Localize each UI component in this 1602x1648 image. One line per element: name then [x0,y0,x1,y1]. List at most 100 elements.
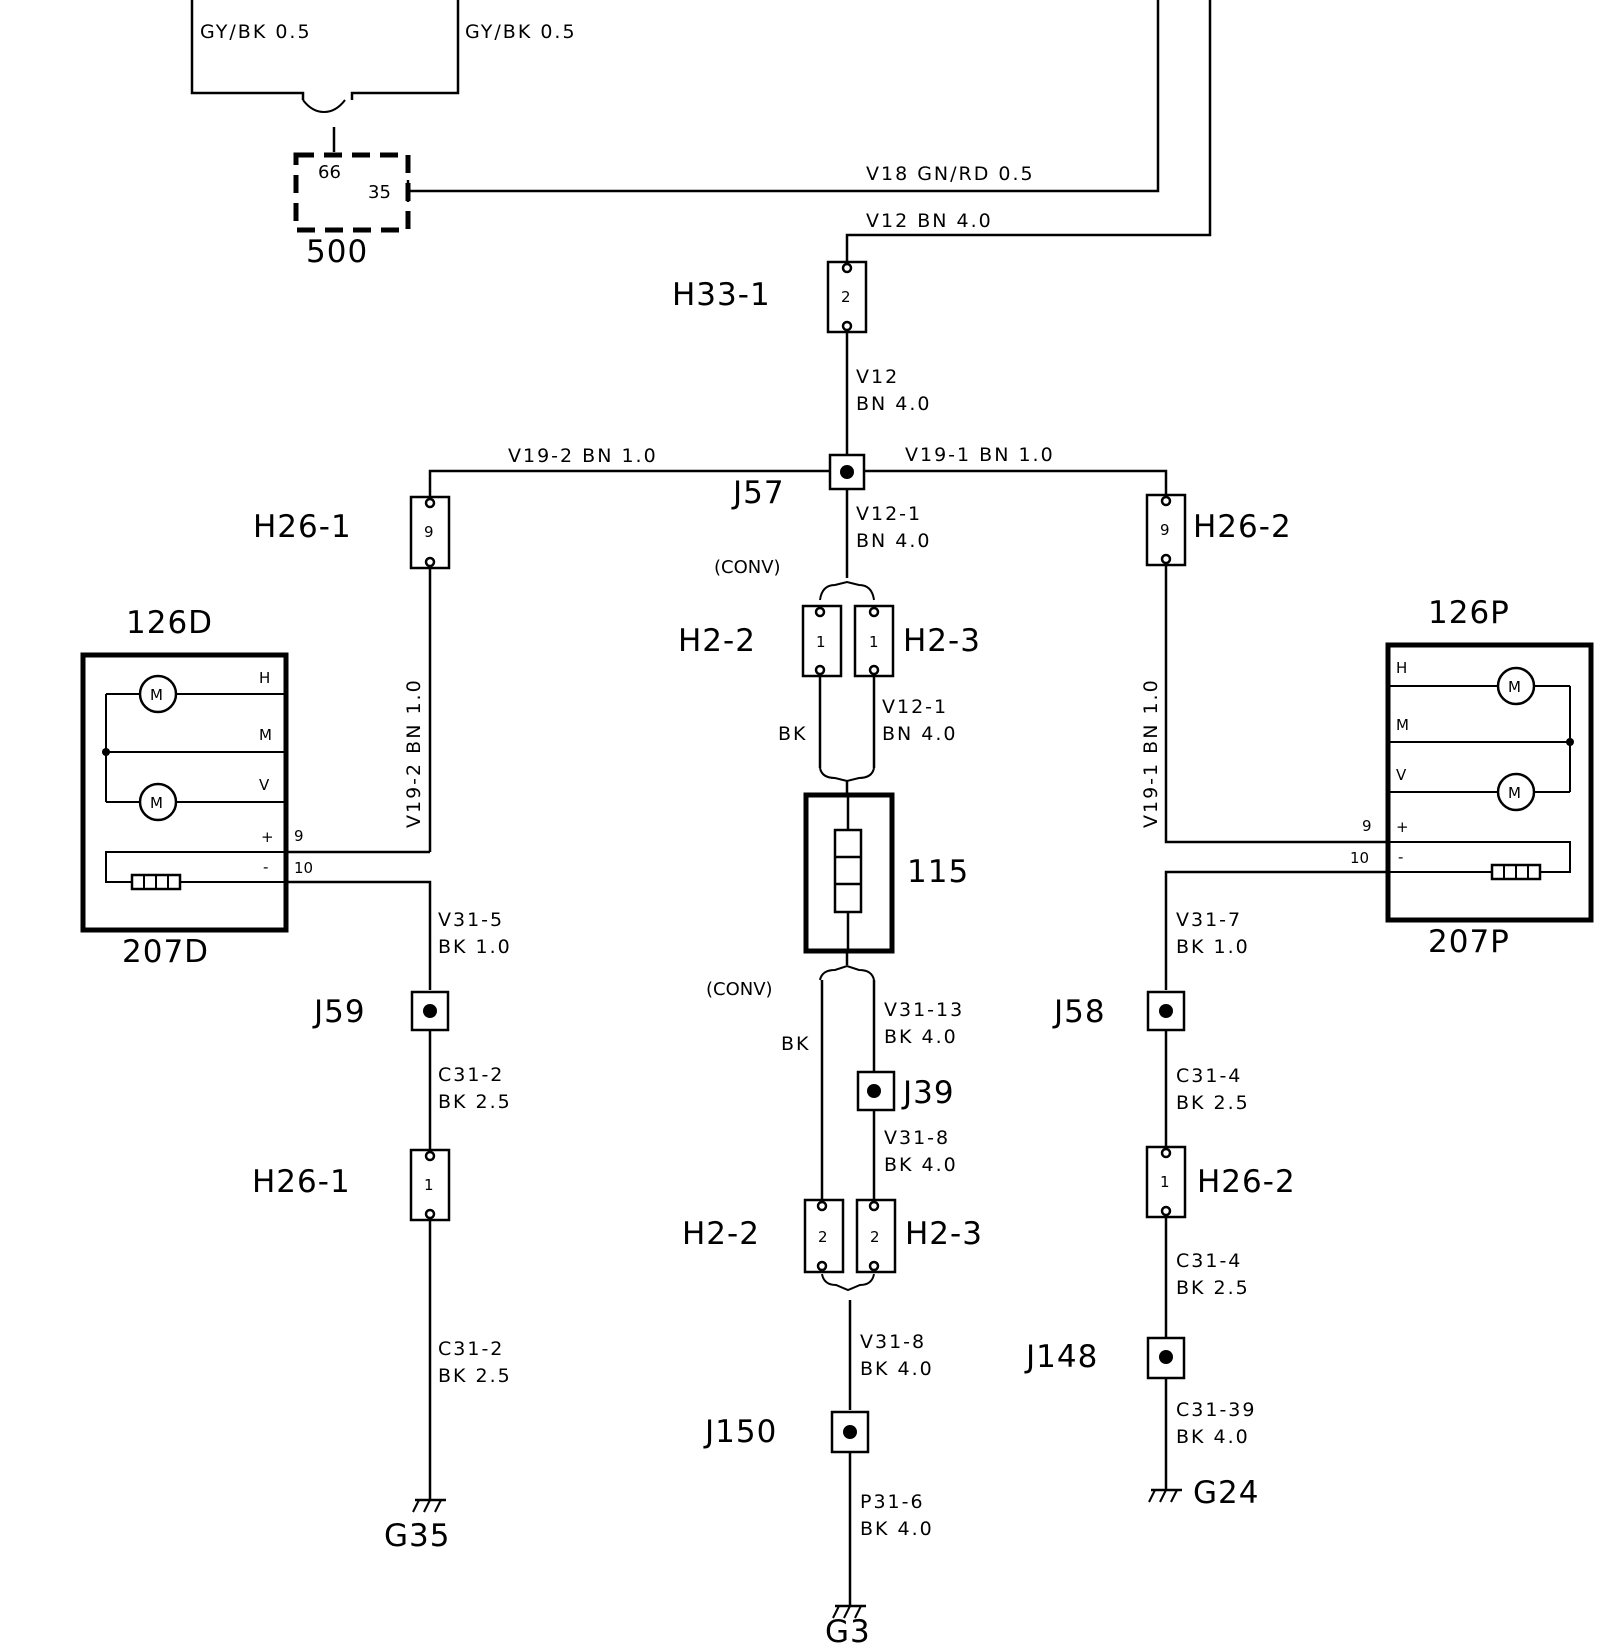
pin-number-10: 10 [1350,849,1369,867]
wire-label: V12-1 [882,696,948,718]
wire-label: BK 4.0 [884,1154,958,1176]
connector-pin-dot [424,556,436,568]
junction-j39-dot [867,1084,881,1098]
pin-label-plus: + [261,828,274,846]
pin-label-m: M [1396,716,1409,734]
junction-j58-label: J58 [1052,994,1106,1030]
motor-letter: M [150,794,163,812]
ground-g35-icon [412,1499,420,1513]
junction-j58-dot [1159,1004,1173,1018]
connector-h26-1-top-body [409,495,451,570]
junction-j150-dot [843,1425,857,1439]
relay-pin-35: 35 [368,182,391,203]
wire-v31-7 [1164,870,1388,990]
connector-pin-dot [1160,1205,1172,1217]
connector-h26-2-top-label: H26-2 [1193,509,1292,545]
wire-label: BN 4.0 [856,393,932,415]
ground-g3-label: G3 [825,1614,871,1648]
connector-pin-number: 2 [870,1228,880,1246]
wire-v19-1-vert [1164,565,1388,844]
ground-g24: G24 [1148,1475,1258,1511]
connector-pin-dot [868,606,880,618]
connector-h2-2-bottom: 2 H2-2 [682,1198,845,1274]
wire-label: GY/BK 0.5 [200,21,312,43]
relay-500: 66 35 500 [293,152,411,270]
junction-j57-dot [840,465,854,479]
wire-label: BK 1.0 [1176,936,1250,958]
wire-label: V31-7 [1176,909,1242,931]
connector-pin-dot [1160,495,1172,507]
wire-label: V31-13 [884,999,964,1021]
connector-h2-2-top: 1 H2-2 [678,604,843,678]
wire-label: BK 2.5 [1176,1092,1250,1114]
connector-h2-3-top-body [853,604,895,678]
wire-label: V12-1 [856,503,922,525]
wire-top-left [190,0,305,100]
pin-label-v: V [1396,766,1407,784]
connector-pin-dot [868,1260,880,1272]
pin-label-v: V [259,776,270,794]
ground-g3-icon [843,1605,851,1619]
wire-v18 [410,0,1160,193]
ground-g24-icon [1148,1489,1156,1503]
connector-pin-dot [1160,553,1172,565]
junction-j148-dot [1159,1350,1173,1364]
ground-g3-icon [854,1605,862,1619]
connector-pin-dot [868,1200,880,1212]
connector-pin-number: 1 [816,633,826,651]
wire-bundle-brace [302,99,346,114]
wire-label: BK 4.0 [860,1518,934,1540]
wire-v31-5 [286,880,432,990]
junction-j59-label: J59 [312,994,366,1030]
component-126p: 126P 207P M M H M V + - 9 10 [1350,595,1594,960]
junction-j57-label: J57 [731,475,785,511]
conv-label: (CONV) [706,979,773,1000]
junction-j58: J58 [1052,990,1186,1032]
wire-v12-top [845,0,1212,262]
heater-wire [1388,841,1571,873]
connector-h33-1: 2 H33-1 [672,260,868,334]
component-207d-label: 207D [122,934,209,970]
component-126d-box [80,652,289,933]
connector-h26-2-bottom: 1 H26-2 [1145,1145,1295,1219]
motor-icon [138,674,178,714]
wire-label: BK 4.0 [1176,1426,1250,1448]
conv-label: (CONV) [714,557,781,578]
connector-pin-dot [814,664,826,676]
junction-j57: J57 [731,453,866,511]
component-207p-label: 207P [1428,924,1510,960]
connector-h26-1-bottom-label: H26-1 [252,1164,351,1200]
wire-label: BN 4.0 [856,530,932,552]
conv-brace-top [819,580,875,601]
connector-h26-2-top: 9 H26-2 [1145,493,1292,567]
pin-label-h: H [1396,659,1407,677]
wire-label: BK 2.5 [438,1091,512,1113]
connector-pin-number: 1 [424,1176,434,1194]
connector-pin-dot [1160,1147,1172,1159]
wire-label: BK 2.5 [1176,1277,1250,1299]
wire-label-v18: V18 GN/RD 0.5 [866,163,1035,185]
motor-letter: M [1508,678,1521,696]
wire-label: P31-6 [860,1491,925,1513]
connector-h2-3-bottom: 2 H2-3 [855,1198,982,1274]
wire-label: BK 1.0 [438,936,512,958]
wire-label: C31-2 [438,1064,504,1086]
connector-pin-dot [424,497,436,509]
heater-wire [105,851,286,883]
connector-h26-1-top-label: H26-1 [253,509,352,545]
connector-h2-2-top-label: H2-2 [678,623,756,659]
connector-pin-number: 9 [1160,521,1170,539]
component-126d: 126D 207D M M H M V + - 9 10 [80,605,313,970]
component-126p-box [1385,642,1594,923]
connector-pin-dot [814,606,826,618]
wire-label: BK [781,1033,811,1055]
wire-labels: GY/BK 0.5 GY/BK 0.5 V18 GN/RD 0.5 V12 BN… [200,21,1254,1540]
pin-number-10: 10 [294,859,313,877]
ground-g35-label: G35 [384,1518,450,1554]
connector-pin-number: 2 [841,288,851,306]
junction-j148: J148 [1024,1336,1186,1380]
conv-brace-bottom [819,964,875,981]
ground-g35-icon [434,1499,442,1513]
connector-h26-2-top-body [1145,493,1187,567]
wire-label-v19-2-vert: V19-2 BN 1.0 [403,678,425,828]
